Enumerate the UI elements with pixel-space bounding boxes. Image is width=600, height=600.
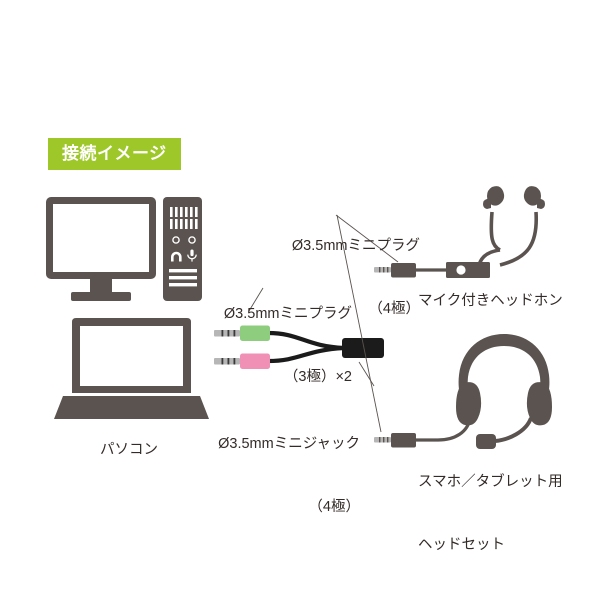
laptop-keyboard-deck-icon <box>54 396 209 419</box>
headphone-icon <box>171 251 182 262</box>
inline-remote-body <box>446 262 490 278</box>
earbud-right-tip-icon <box>537 199 545 209</box>
earbud-right-icon <box>523 186 541 206</box>
vent-slots-icon <box>170 207 198 229</box>
label-mini-plug-4pole: Ø3.5mmミニプラグ （4極） <box>280 194 420 362</box>
label-mini-jack-4pole: Ø3.5mmミニジャック （4極） <box>204 392 360 560</box>
monitor-screen-icon <box>53 204 149 272</box>
desktop-computer-illustration <box>46 197 202 301</box>
label-mini-plug-3pole: Ø3.5mmミニプラグ （3極）×2 <box>212 262 352 430</box>
label-mini-plug-4pole-line1: Ø3.5mmミニプラグ <box>291 238 420 255</box>
tower-case-icon <box>163 197 202 301</box>
label-headset-line1: スマホ／タブレット用 <box>418 474 563 491</box>
headset-plug-metal-tip <box>374 437 391 443</box>
label-headset-line2: ヘッドセット <box>418 537 505 554</box>
drive-bay-bars-icon <box>169 269 197 287</box>
headset-earcup-left-icon <box>456 382 482 426</box>
label-mini-plug-3pole-line2: （3極）×2 <box>283 369 352 386</box>
laptop-computer-illustration <box>54 318 209 419</box>
earphone-cord-right <box>499 211 539 267</box>
label-mini-plug-4pole-line2: （4極） <box>368 301 420 318</box>
earbud-left-tip-icon <box>483 199 491 209</box>
leader-line-mini-jack-4pole <box>358 361 375 387</box>
laptop-lid-icon <box>72 318 191 393</box>
microphone-icon <box>187 249 197 262</box>
earphone-cord-left <box>489 211 501 252</box>
monitor-frame-icon <box>46 197 156 279</box>
label-personal-computer: パソコン <box>100 442 158 458</box>
audio-port-circle-icon <box>172 236 180 244</box>
monitor-neck-icon <box>90 279 112 292</box>
laptop-screen-icon <box>80 326 183 386</box>
headset-plug-body <box>391 433 416 448</box>
headset-earcup-right-icon <box>526 382 552 426</box>
monitor-base-icon <box>71 292 131 301</box>
earbud-left-icon <box>487 186 505 206</box>
audio-port-circle-icon <box>188 236 196 244</box>
headset-headband-icon <box>458 334 550 410</box>
earphone-cord-junction <box>476 248 501 269</box>
remote-button-icon <box>456 265 466 275</box>
label-mini-jack-4pole-line1: Ø3.5mmミニジャック <box>218 436 360 453</box>
label-earphones-with-microphone: マイク付きヘッドホン <box>418 293 563 309</box>
label-smartphone-tablet-headset: スマホ／タブレット用 ヘッドセット <box>418 430 563 598</box>
label-mini-jack-4pole-line2: （4極） <box>308 499 360 516</box>
label-mini-plug-3pole-line1: Ø3.5mmミニプラグ <box>223 306 352 323</box>
section-badge-connection-image: 接続イメージ <box>48 138 181 170</box>
